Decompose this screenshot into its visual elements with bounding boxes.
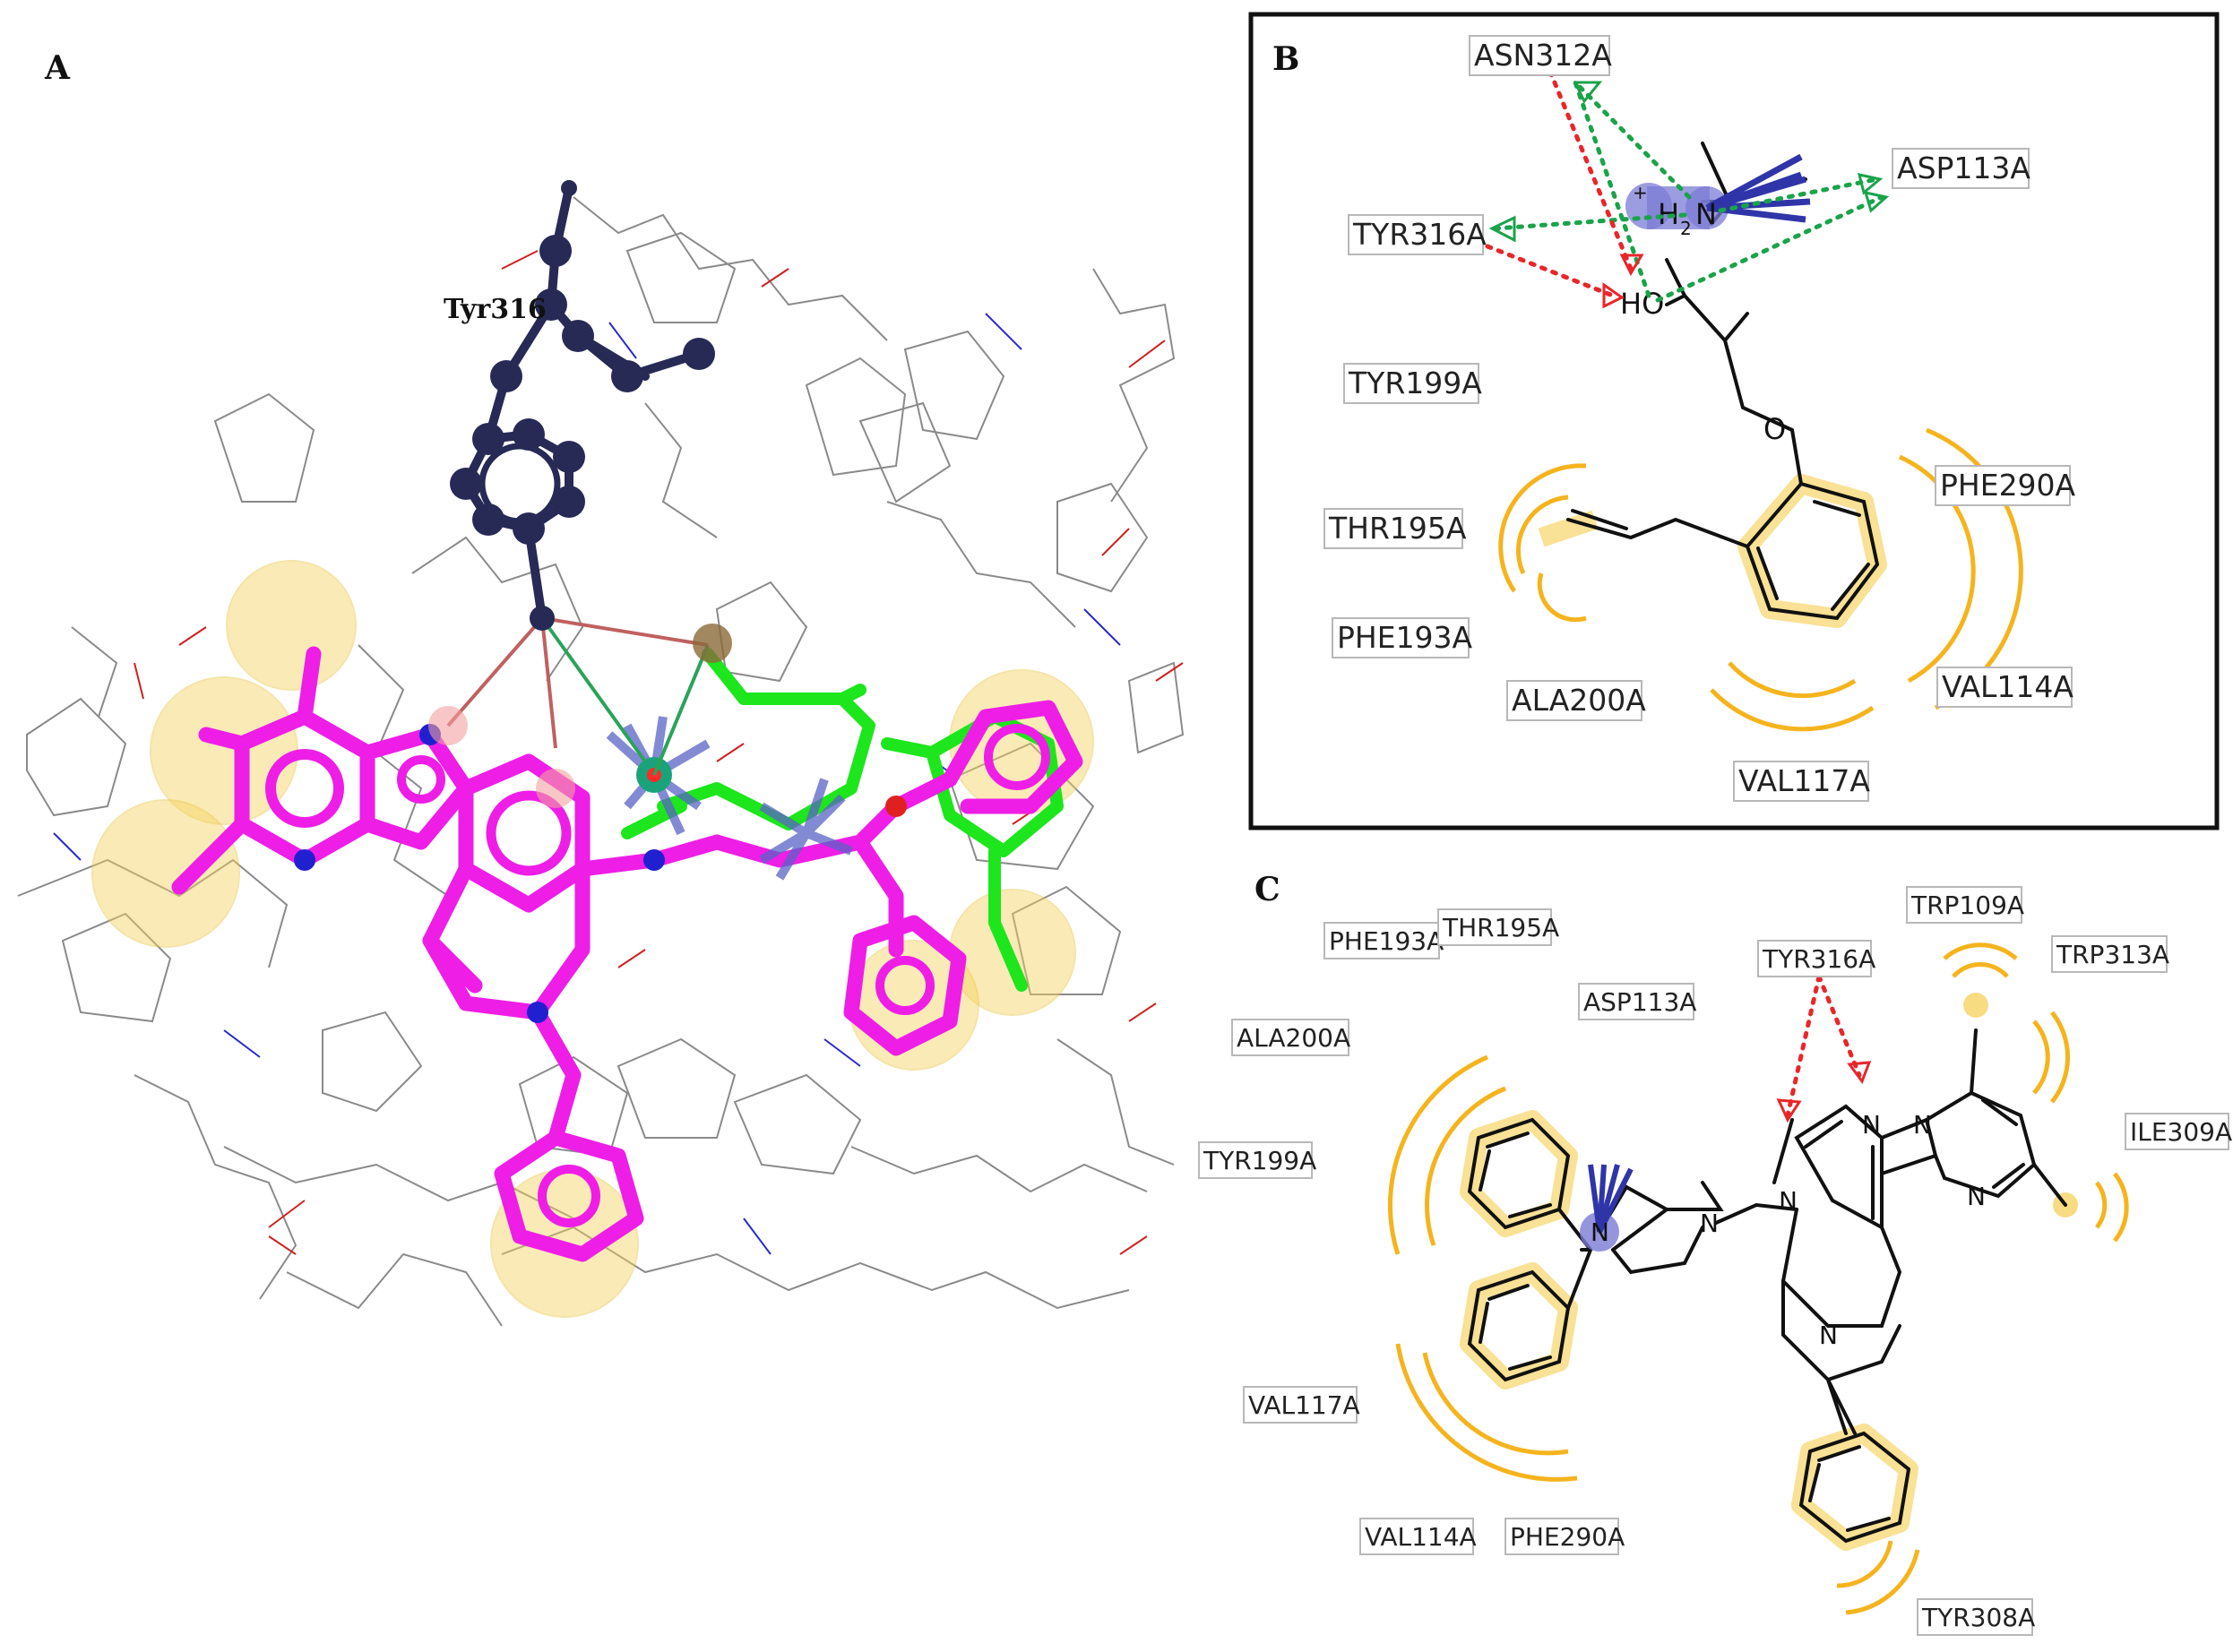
residue-label: TYR316A	[1762, 944, 1875, 974]
hbonds-b	[1485, 69, 1890, 309]
panel-a: A	[17, 49, 1185, 1327]
acceptor-feature	[428, 706, 468, 745]
protein-wireframe	[17, 196, 1185, 1327]
nitrogen-label: N	[1913, 1110, 1932, 1140]
nitrogen-atom	[643, 849, 665, 871]
donor-feature	[693, 624, 732, 663]
ionizable-feature	[606, 716, 853, 881]
residue-label: VAL114A	[1365, 1522, 1477, 1552]
h2n-sub: 2	[1680, 218, 1692, 239]
nitrogen-label: N	[1862, 1110, 1881, 1140]
residue-label: ASP113A	[1583, 987, 1696, 1017]
hydrophobic-sphere	[226, 560, 357, 691]
residue-label: ILE309A	[2130, 1117, 2232, 1147]
ligand-green	[621, 648, 1064, 992]
residue-label: TYR308A	[1921, 1603, 2035, 1632]
ligand-magenta	[171, 646, 1083, 1262]
residue-label: THR195A	[1328, 511, 1467, 546]
tyr316-label: Tyr316	[444, 294, 547, 325]
nitrogen-label: N	[1967, 1182, 1986, 1211]
charge-plus: +	[1633, 182, 1648, 203]
hydrophobic-sphere	[91, 799, 240, 948]
residue-labels-b: ASN312A ASP113A TYR316A TYR199A PHE290A …	[1323, 35, 2076, 802]
residue-label: PHE290A	[1510, 1522, 1625, 1552]
residue-label: PHE193A	[1329, 926, 1444, 956]
nitrogen-label: N	[1819, 1321, 1838, 1350]
residue-labels-c: PHE193A THR195A TRP109A TYR316A TRP313A …	[1198, 886, 2232, 1636]
residue-label: ALA200A	[1512, 683, 1646, 718]
residue-label: ALA200A	[1237, 1023, 1350, 1053]
residue-label: PHE290A	[1940, 468, 2076, 503]
panel-c-label: C	[1254, 871, 1280, 908]
tyr316-residue	[450, 180, 715, 631]
hydrophobic-contacts-c	[1387, 942, 2129, 1615]
nitrogen-label: N	[1591, 1217, 1609, 1247]
ligand-b-2d	[1566, 142, 1880, 621]
residue-label: ASN312A	[1474, 38, 1612, 73]
acceptor-feature	[536, 769, 575, 808]
atom-labels-c: N N N N N N N	[1591, 1110, 1986, 1350]
residue-label: TRP313A	[2056, 940, 2169, 969]
nitrogen-label: N	[1700, 1209, 1719, 1238]
interactions-c	[1776, 974, 1872, 1123]
panel-a-label: A	[44, 49, 71, 87]
oxygen-atom	[885, 796, 907, 817]
residue-label: THR195A	[1442, 913, 1559, 942]
ionizable-fan	[1588, 1164, 1634, 1234]
residue-label: VAL117A	[1738, 763, 1870, 798]
nitrogen-label: N	[1779, 1186, 1798, 1216]
residue-label: VAL114A	[1942, 669, 2074, 704]
residue-label: VAL117A	[1248, 1390, 1360, 1420]
ether-oxygen-label: O	[1763, 412, 1786, 446]
residue-label: TYR199A	[1348, 366, 1482, 400]
ligand-c-2d	[1467, 1028, 2067, 1544]
interaction-arrows-a	[428, 616, 732, 808]
residue-label: TRP109A	[1910, 891, 2024, 920]
panel-c: C	[1198, 871, 2232, 1636]
residue-label: ASP113A	[1897, 151, 2030, 185]
panel-b-label: B	[1272, 40, 1299, 78]
hydroxyl-label: HO	[1620, 287, 1664, 321]
panel-b: B	[1248, 12, 2220, 830]
nitrogen-atom	[294, 849, 315, 871]
residue-label: TYR316A	[1352, 217, 1487, 252]
residue-label: PHE193A	[1337, 620, 1473, 655]
panel-b-frame	[1248, 12, 2220, 830]
h2n-n: N	[1695, 197, 1717, 231]
residue-label: TYR199A	[1203, 1146, 1316, 1175]
nitrogen-atom	[527, 1002, 548, 1023]
